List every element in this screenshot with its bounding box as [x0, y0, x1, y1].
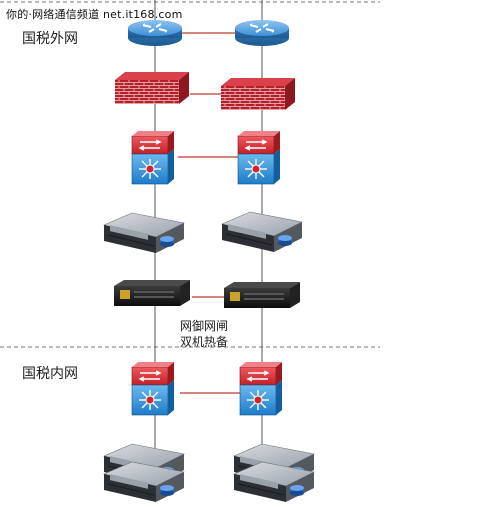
router-icon — [127, 19, 183, 47]
firewall-icon — [115, 72, 189, 104]
redundancy-links — [178, 32, 245, 394]
l3-switch-icon — [237, 130, 281, 185]
firewall-icon — [221, 78, 295, 110]
rack-server-icon — [221, 211, 303, 253]
gap-label-line1: 网御网闸 — [180, 319, 229, 333]
rack-server-icon — [103, 212, 185, 254]
network-gap-appliance-icon — [224, 282, 300, 308]
zone-label-external: 国税外网 — [22, 31, 78, 47]
gap-device-label: 网御网闸 双机热备 — [180, 318, 228, 350]
gap-label-line2: 双机热备 — [180, 335, 229, 349]
l3-switch-icon — [131, 361, 175, 416]
watermark-text: 你的·网络通信频道 net.it168.com — [6, 8, 183, 21]
l3-switch-icon — [131, 130, 175, 185]
router-icon — [234, 19, 290, 47]
network-gap-appliance-icon — [114, 280, 190, 306]
zone-label-internal: 国税内网 — [22, 366, 78, 382]
l3-switch-icon — [239, 361, 283, 416]
rack-server-icon — [234, 444, 314, 502]
rack-server-icon — [104, 444, 184, 502]
